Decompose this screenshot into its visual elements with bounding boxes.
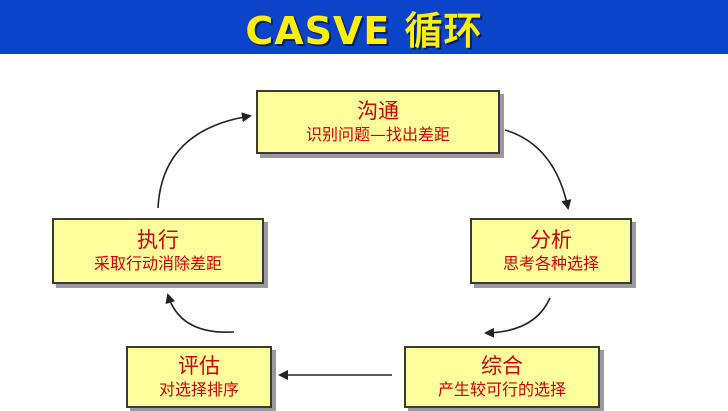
arrow-valuing-to-execution xyxy=(165,293,235,333)
node-valuing-subtitle: 对选择排序 xyxy=(158,380,239,399)
node-valuing-title: 评估 xyxy=(178,354,220,378)
node-execution-title: 执行 xyxy=(137,228,179,252)
node-execution: 执行 采取行动消除差距 xyxy=(52,218,264,284)
node-synthesis-title: 综合 xyxy=(481,354,523,378)
node-analysis: 分析 思考各种选择 xyxy=(470,218,632,284)
title-bar: CASVE 循环 xyxy=(0,0,728,54)
arrow-analysis-to-synthesis xyxy=(484,297,551,338)
arrow-communication-to-analysis xyxy=(504,129,572,210)
arrow-execution-to-communication xyxy=(157,112,252,209)
node-execution-subtitle: 采取行动消除差距 xyxy=(93,254,222,273)
node-analysis-title: 分析 xyxy=(530,228,572,252)
node-synthesis-subtitle: 产生较可行的选择 xyxy=(437,380,566,399)
node-communication: 沟通 识别问题—找出差距 xyxy=(256,90,500,154)
node-analysis-subtitle: 思考各种选择 xyxy=(502,254,599,273)
node-communication-subtitle: 识别问题—找出差距 xyxy=(305,125,450,144)
node-communication-title: 沟通 xyxy=(357,99,399,123)
node-valuing: 评估 对选择排序 xyxy=(126,346,272,408)
diagram-title: CASVE 循环 xyxy=(245,8,483,53)
node-synthesis: 综合 产生较可行的选择 xyxy=(404,346,600,408)
